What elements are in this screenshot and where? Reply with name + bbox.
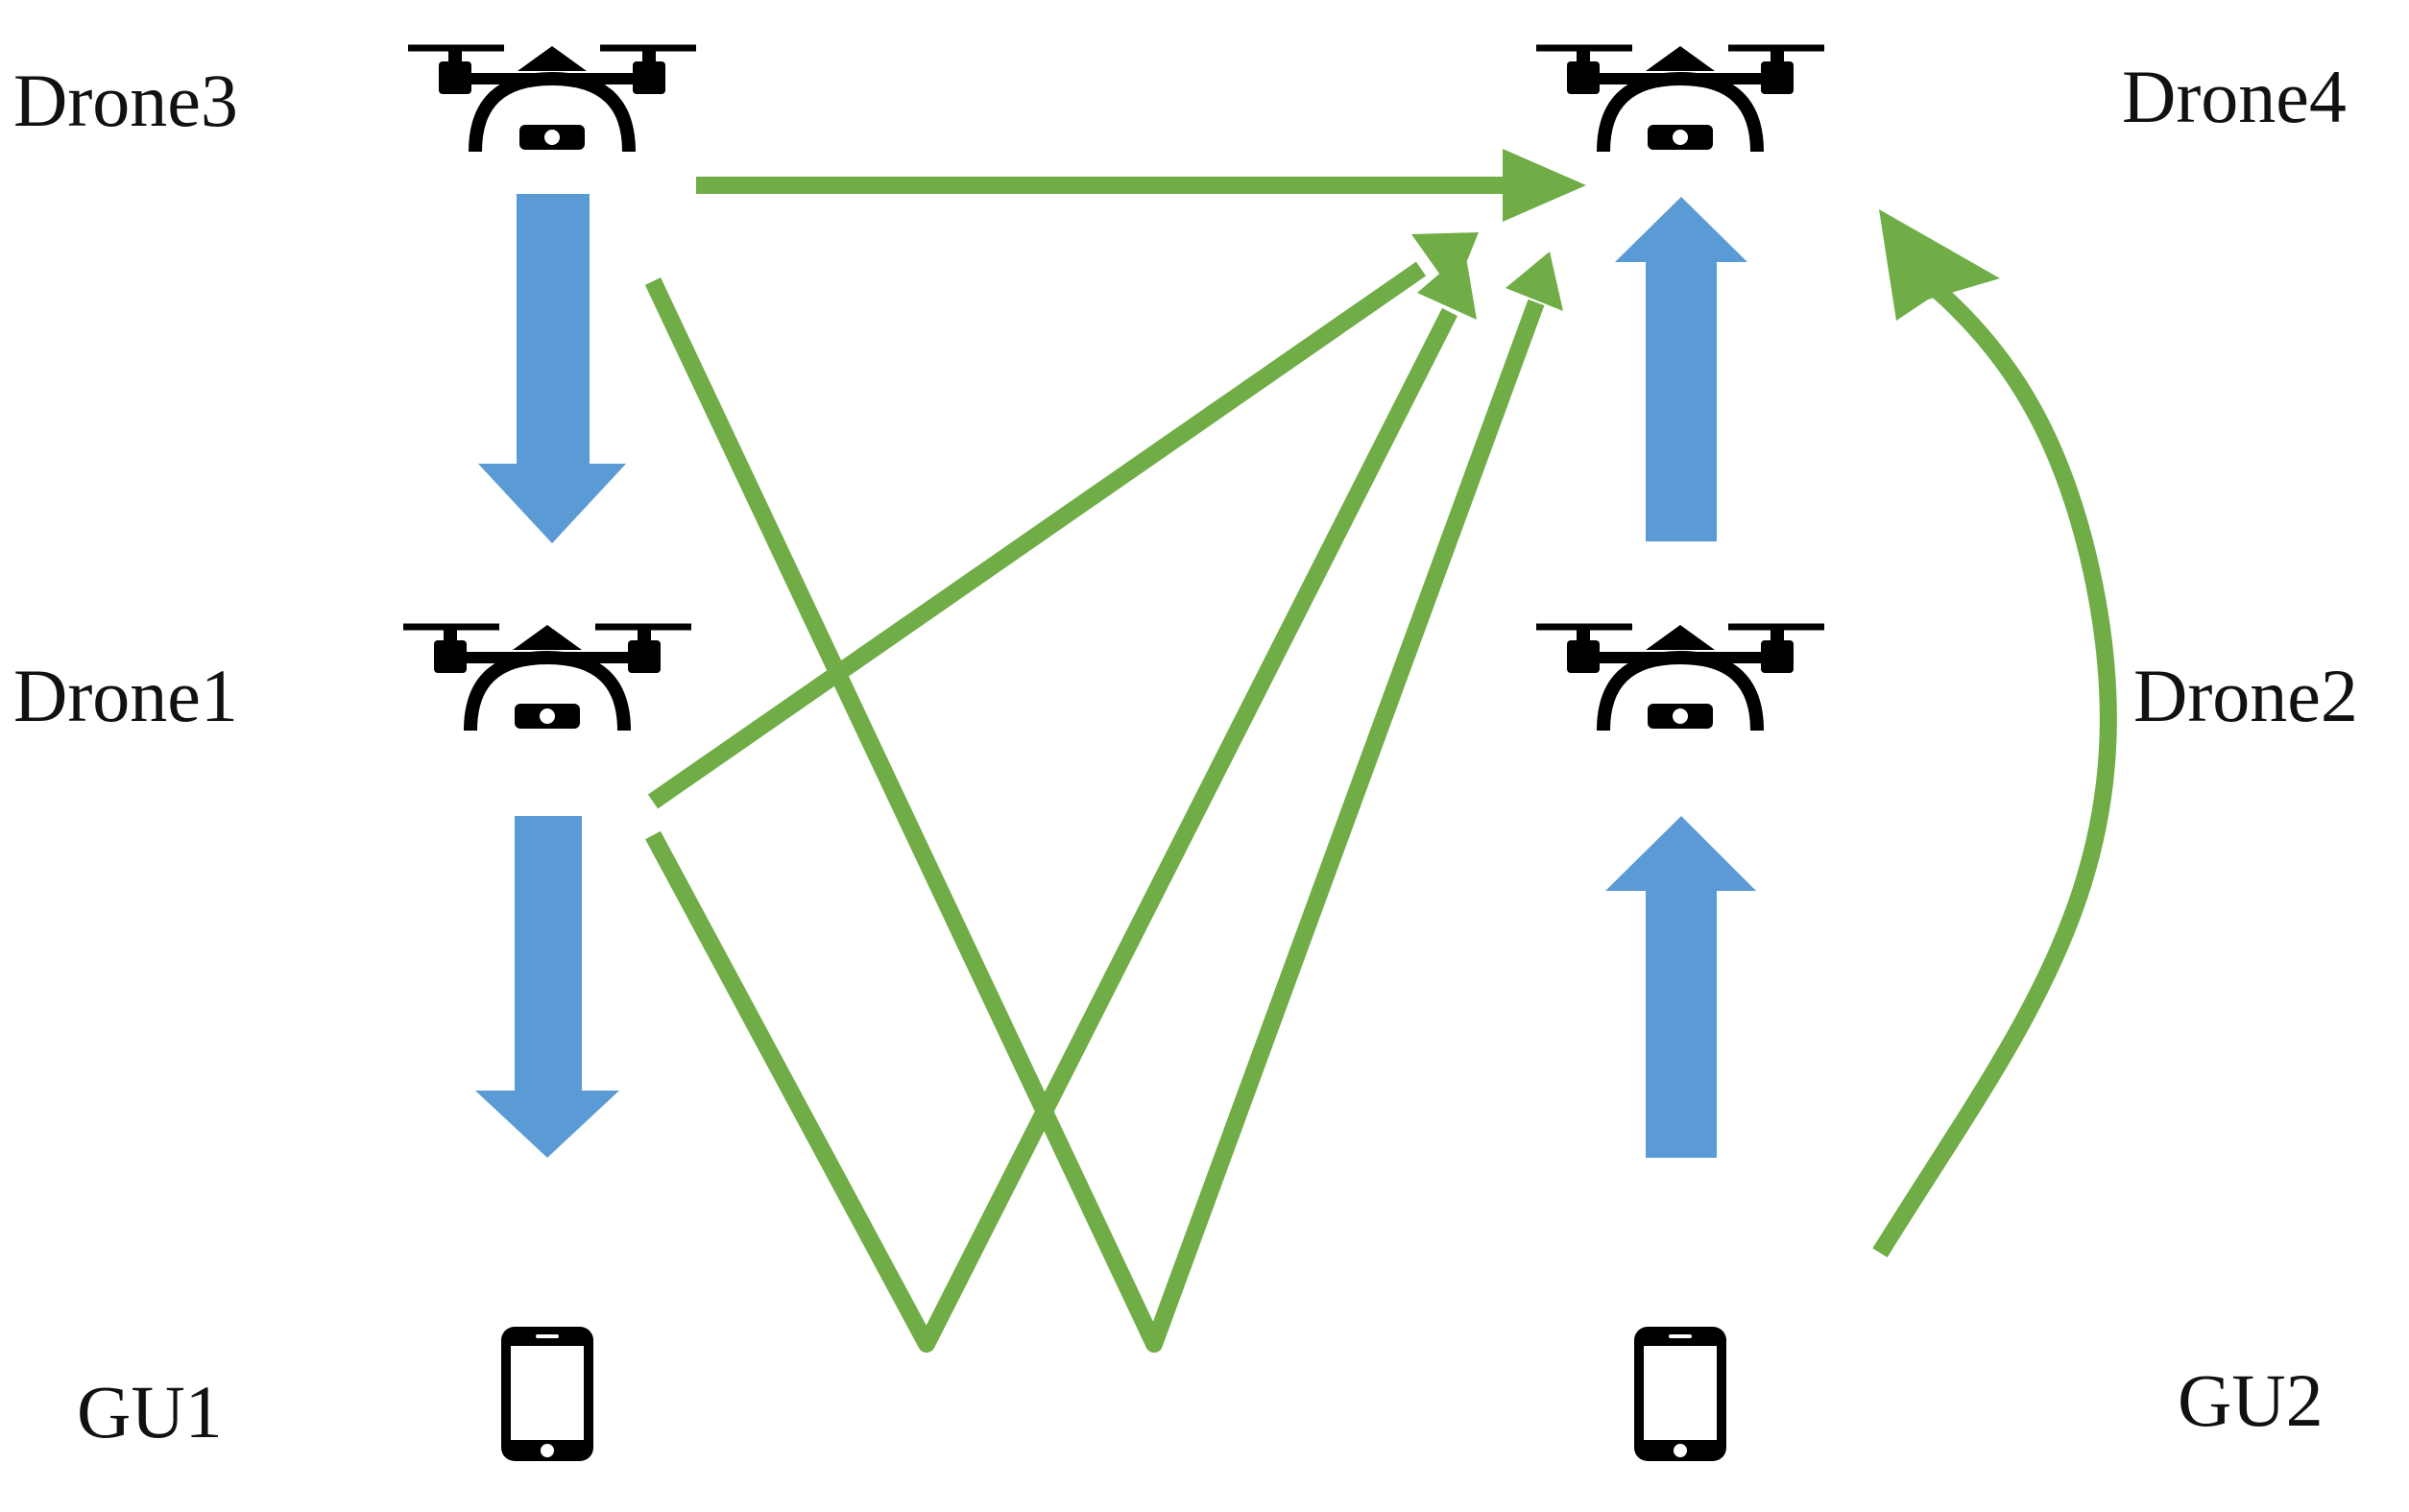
smartphone-icon — [501, 1327, 593, 1461]
gu-1-node — [501, 1327, 593, 1461]
primary-link-drone1-to-gu1 — [475, 816, 619, 1158]
gu-2-node — [1634, 1327, 1726, 1461]
primary-links — [475, 194, 1756, 1158]
secondary-link-drone1-to-drone4 — [647, 232, 1479, 809]
secondary-link-gu2-to-drone4 — [1872, 209, 2117, 1258]
drone-3-label: Drone3 — [13, 59, 238, 142]
drone-icon — [408, 46, 696, 152]
drone-4-label: Drone4 — [2122, 55, 2347, 138]
drone-3-node — [408, 46, 696, 152]
drone-2-label: Drone2 — [2133, 654, 2358, 737]
drone-icon — [1536, 625, 1824, 731]
gu-2-label: GU2 — [2178, 1358, 2324, 1442]
drone-icon — [1536, 46, 1824, 152]
primary-link-drone2-to-drone4 — [1615, 197, 1747, 541]
primary-link-gu2-to-drone2 — [1605, 816, 1756, 1158]
secondary-link-drone3-to-drone4 — [696, 149, 1586, 222]
drone-2-node — [1536, 625, 1824, 731]
drone-1-label: Drone1 — [13, 654, 238, 737]
drone-1-node — [403, 625, 691, 731]
secondary-link-drone1-relay-to-drone4 — [645, 252, 1477, 1353]
gu-1-label: GU1 — [77, 1370, 223, 1453]
drone-icon — [403, 625, 691, 731]
smartphone-icon — [1634, 1327, 1726, 1461]
primary-link-drone3-to-drone1 — [478, 194, 626, 543]
secondary-link-drone3-relay-to-drone4 — [644, 252, 1563, 1353]
drone-4-node — [1536, 46, 1824, 152]
secondary-links — [644, 149, 2117, 1353]
